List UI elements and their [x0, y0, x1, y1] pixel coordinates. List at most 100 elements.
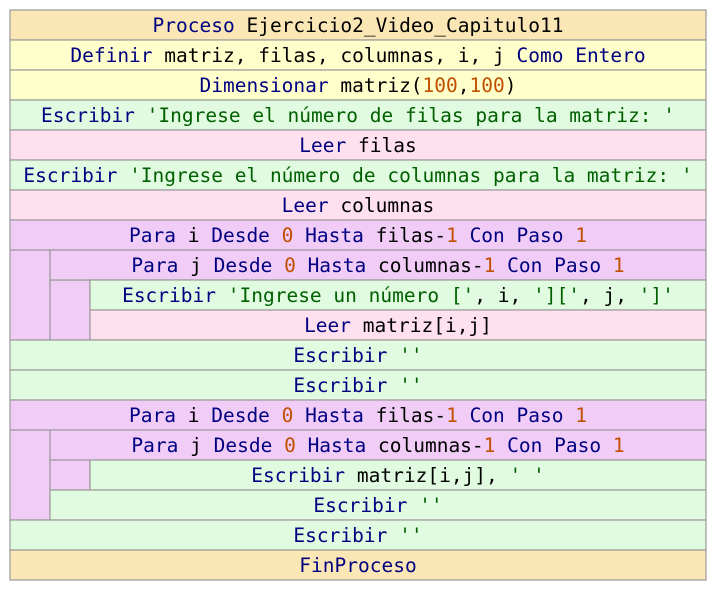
token [293, 224, 305, 247]
token: '' [399, 344, 422, 367]
escribir-matriz-row: Escribir matriz[i,j], ' ' [89, 459, 707, 491]
escribir-columnas-text: Escribir 'Ingrese el número de columnas … [23, 164, 692, 187]
token: Desde [211, 224, 270, 247]
escribir-columnas-box [9, 159, 707, 191]
token [270, 224, 282, 247]
token: 0 [282, 224, 294, 247]
para-i-2-row: Para i Desde 0 Hasta filas-1 Con Paso 1 [9, 399, 707, 431]
token: Para [129, 224, 176, 247]
token: Escribir [122, 284, 216, 307]
fin-proceso-row: FinProceso [9, 549, 707, 581]
definir-text: Definir matriz, filas, columnas, i, j Co… [70, 44, 645, 67]
token: Hasta [308, 254, 367, 277]
escribir-vacio-3-box [49, 489, 707, 521]
token: Desde [211, 404, 270, 427]
escribir-ingrese-numero-text: Escribir 'Ingrese un número [', i, '][',… [122, 284, 674, 307]
token: Proceso [153, 14, 235, 37]
token: FinProceso [299, 554, 416, 577]
token [135, 104, 147, 127]
escribir-filas-box [9, 99, 707, 131]
token: '' [399, 524, 422, 547]
token: matriz[i,j], [345, 464, 509, 487]
escribir-columnas-row: Escribir 'Ingrese el número de columnas … [9, 159, 707, 191]
token [296, 254, 308, 277]
token: matriz, filas, columnas, i, j [153, 44, 517, 67]
token: Desde [214, 254, 273, 277]
token: Escribir [293, 344, 387, 367]
token: filas [346, 134, 416, 157]
token: '][' [533, 284, 580, 307]
token: Para [131, 434, 178, 457]
token: Hasta [305, 404, 364, 427]
token: 1 [484, 254, 496, 277]
token: 1 [484, 434, 496, 457]
para-j-1-body-bar [49, 279, 91, 341]
escribir-filas-row: Escribir 'Ingrese el número de filas par… [9, 99, 707, 131]
token: Leer [282, 194, 329, 217]
para-i-1-row: Para i Desde 0 Hasta filas-1 Con Paso 1 [9, 219, 707, 251]
token: '' [399, 374, 422, 397]
escribir-vacio-3-row: Escribir '' [49, 489, 707, 521]
token [563, 404, 575, 427]
token: Ejercicio2_Video_Capitulo11 [235, 14, 564, 37]
token [407, 494, 419, 517]
escribir-vacio-1-text: Escribir '' [293, 344, 422, 367]
para-i-2-box [9, 399, 707, 431]
token: Escribir [41, 104, 135, 127]
token: Con Paso [507, 434, 601, 457]
leer-matriz-text: Leer matriz[i,j] [304, 314, 492, 337]
leer-filas-text: Leer filas [299, 134, 416, 157]
escribir-matriz-box [89, 459, 707, 491]
token: 1 [613, 254, 625, 277]
definir-box [9, 39, 707, 71]
token: Escribir [293, 374, 387, 397]
token: matriz[i,j] [351, 314, 492, 337]
token: 1 [446, 224, 458, 247]
para-j-2-body-bar [49, 459, 91, 491]
token [293, 404, 305, 427]
token [117, 164, 129, 187]
token: Con Paso [470, 224, 564, 247]
token: , i, [474, 284, 533, 307]
token: Leer [304, 314, 351, 337]
escribir-vacio-2-row: Escribir '' [9, 369, 707, 401]
token: 'Ingrese el número de filas para la matr… [147, 104, 675, 127]
proceso-header-text: Proceso Ejercicio2_Video_Capitulo11 [153, 14, 564, 37]
token: 1 [613, 434, 625, 457]
escribir-vacio-3-text: Escribir '' [313, 494, 442, 517]
token [272, 254, 284, 277]
escribir-matriz-text: Escribir matriz[i,j], ' ' [251, 464, 545, 487]
token: Dimensionar [199, 74, 328, 97]
para-j-2-text: Para j Desde 0 Hasta columnas-1 Con Paso… [131, 434, 624, 457]
escribir-filas-text: Escribir 'Ingrese el número de filas par… [41, 104, 675, 127]
para-i-2-text: Para i Desde 0 Hasta filas-1 Con Paso 1 [129, 404, 587, 427]
escribir-ingrese-numero-row: Escribir 'Ingrese un número [', i, '][',… [89, 279, 707, 311]
token [495, 254, 507, 277]
dimensionar-text: Dimensionar matriz(100,100) [199, 74, 516, 97]
token: columnas- [366, 434, 483, 457]
escribir-vacio-1-row: Escribir '' [9, 339, 707, 371]
token [270, 404, 282, 427]
token: ' ' [510, 464, 545, 487]
escribir-vacio-4-box [9, 519, 707, 551]
token: 1 [575, 224, 587, 247]
token: 1 [446, 404, 458, 427]
token [458, 404, 470, 427]
para-i-2-body-bar [9, 429, 51, 521]
para-j-1-row: Para j Desde 0 Hasta columnas-1 Con Paso… [49, 249, 707, 281]
token: Escribir [293, 524, 387, 547]
token [458, 224, 470, 247]
token: Con Paso [470, 404, 564, 427]
escribir-vacio-4-row: Escribir '' [9, 519, 707, 551]
token: columnas [329, 194, 435, 217]
token: 'Ingrese el número de columnas para la m… [129, 164, 693, 187]
proceso-header-box [9, 9, 707, 41]
token: , [458, 74, 470, 97]
token [387, 344, 399, 367]
para-j-1-text: Para j Desde 0 Hasta columnas-1 Con Paso… [131, 254, 624, 277]
token: Escribir [23, 164, 117, 187]
token: Como Entero [517, 44, 646, 67]
leer-filas-row: Leer filas [9, 129, 707, 161]
token: Escribir [313, 494, 407, 517]
token: Hasta [308, 434, 367, 457]
